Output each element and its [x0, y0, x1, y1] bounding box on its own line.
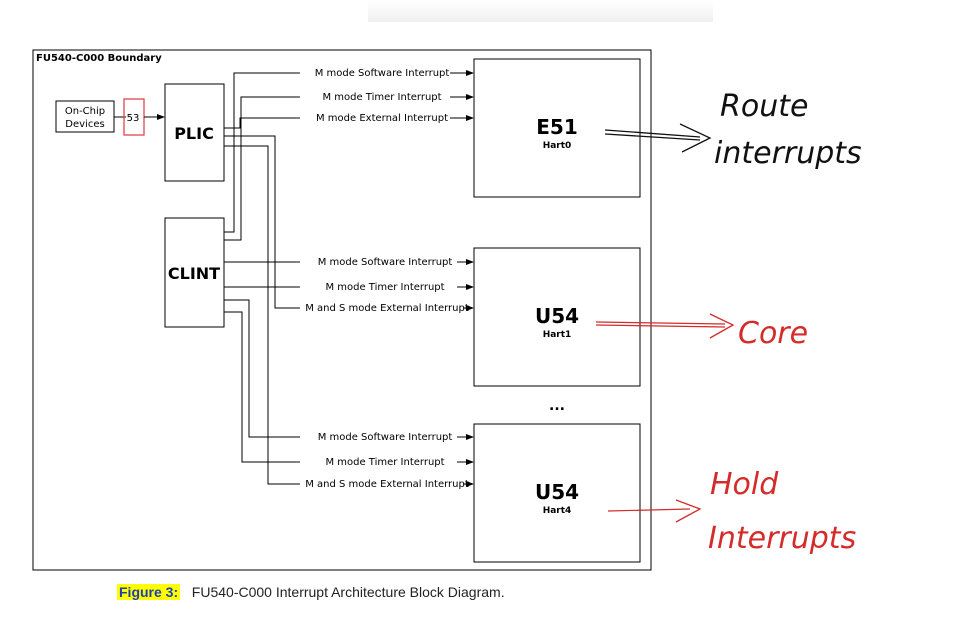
annotation-hold: Hold [710, 467, 779, 502]
annotation-core: Core [738, 316, 808, 351]
annotation-arrow-hold [607, 499, 702, 523]
irq-count-label: 53 [127, 113, 140, 124]
signal-e51-software: M mode Software Interrupt [315, 68, 450, 79]
annotation-route: Route [720, 89, 808, 124]
signal-hart4-timer: M mode Timer Interrupt [325, 457, 444, 468]
clint-box [164, 217, 225, 328]
plic-box [164, 83, 225, 182]
onchip-devices-line1: On-Chip [65, 106, 105, 117]
boundary-title: FU540-C000 Boundary [36, 53, 162, 64]
signal-hart4-external: M and S mode External Interrupt [305, 479, 469, 490]
core-box-e51 [473, 58, 641, 198]
core-box-u54-hart1 [473, 247, 641, 387]
figure-caption-text: FU540-C000 Interrupt Architecture Block … [191, 584, 505, 600]
figure-caption: Figure 3: FU540-C000 Interrupt Architect… [117, 584, 505, 600]
ellipsis: ... [549, 398, 565, 414]
annotation-arrow-core [595, 313, 735, 339]
signal-hart1-external: M and S mode External Interrupt [305, 303, 469, 314]
core-name-e51: E51 [536, 115, 578, 139]
clint-label: CLINT [168, 264, 220, 283]
core-hart-u54-hart1: Hart1 [543, 330, 572, 340]
annotation-hold-interrupts: Interrupts [708, 521, 856, 556]
top-gradient-strip [368, 0, 713, 22]
signal-hart1-timer: M mode Timer Interrupt [325, 282, 444, 293]
signal-hart4-software: M mode Software Interrupt [318, 432, 453, 443]
annotation-arrow-route [604, 123, 712, 153]
signal-hart1-software: M mode Software Interrupt [318, 257, 453, 268]
interrupt-block-diagram: FU540-C000 Boundary On-Chip Devices 53 P… [32, 49, 862, 571]
core-box-u54-hart4 [473, 423, 641, 563]
figure-label: Figure 3: [117, 584, 181, 600]
onchip-devices-line2: Devices [65, 119, 104, 130]
plic-label: PLIC [174, 124, 214, 143]
core-hart-e51: Hart0 [543, 141, 572, 151]
signal-e51-external: M mode External Interrupt [316, 113, 448, 124]
core-name-u54-hart1: U54 [535, 304, 579, 328]
signal-e51-timer: M mode Timer Interrupt [322, 92, 441, 103]
annotation-interrupts: interrupts [714, 136, 862, 171]
core-name-u54-hart4: U54 [535, 480, 579, 504]
core-hart-u54-hart4: Hart4 [543, 506, 572, 516]
onchip-devices-box [55, 100, 115, 133]
